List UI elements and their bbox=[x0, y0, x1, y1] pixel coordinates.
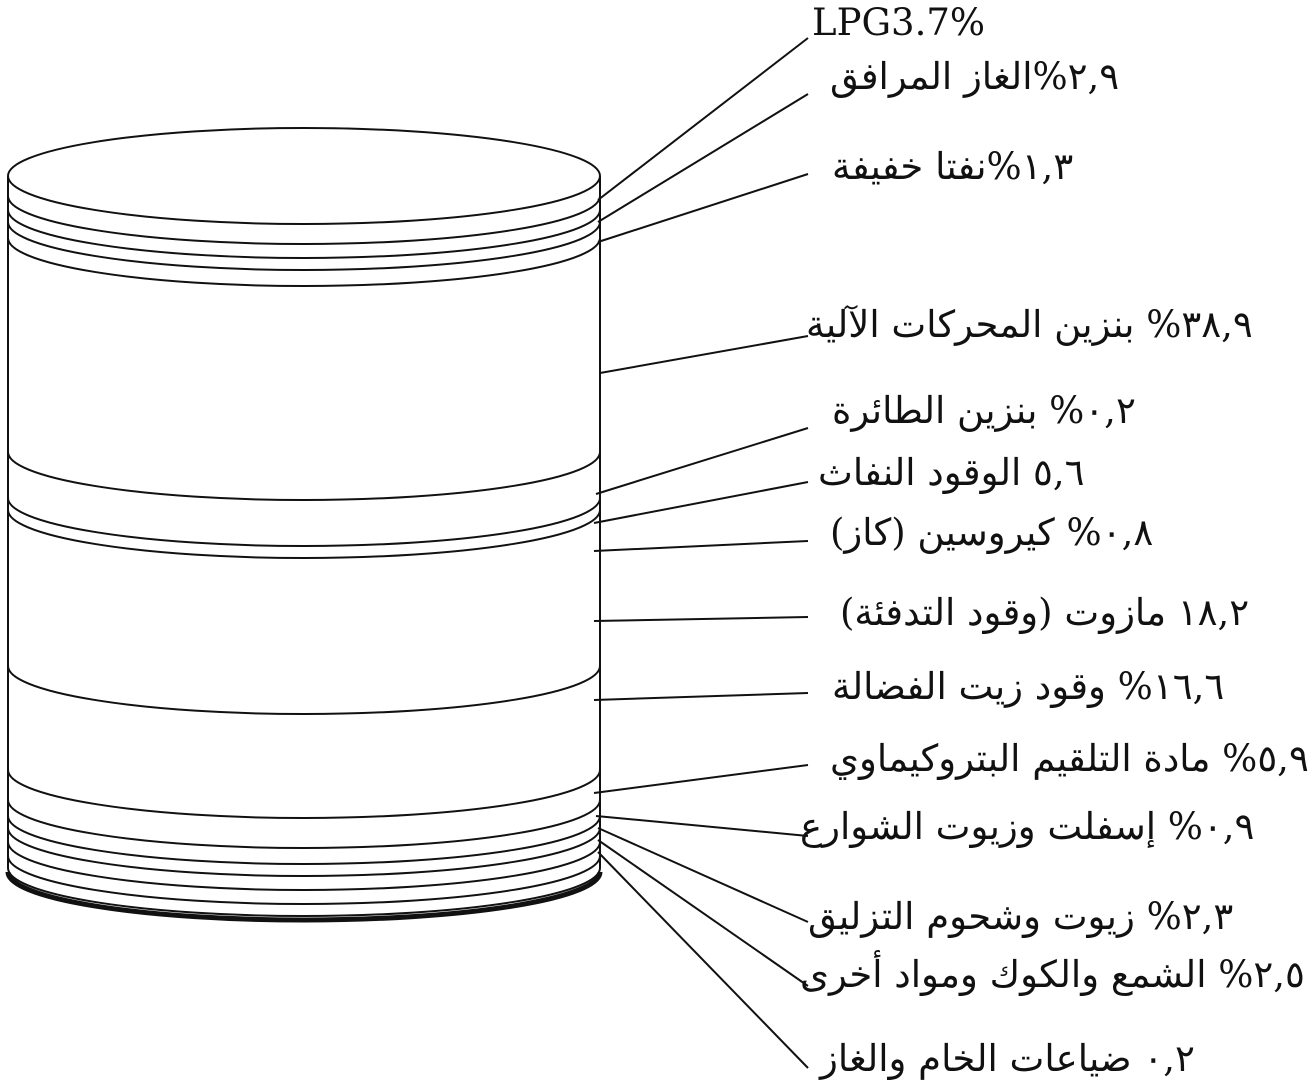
band-line bbox=[7, 855, 601, 905]
label-light-naphtha: ١,٣%نفتا خفيفة bbox=[832, 145, 1074, 188]
band-line bbox=[7, 221, 601, 271]
label-motor-gasoline: ٣٨,٩% بنزين المحركات الآلية bbox=[806, 303, 1253, 346]
band-line bbox=[7, 665, 601, 715]
leader-line-aviation-gasoline bbox=[595, 427, 809, 495]
band-line bbox=[7, 509, 601, 559]
leader-line-lpg bbox=[597, 37, 809, 201]
leader-line-wax-coke bbox=[597, 839, 809, 987]
label-wax-coke: ٢,٥% الشمع والكوك ومواد أخرى bbox=[800, 953, 1305, 996]
leader-lines bbox=[593, 37, 809, 1069]
band-line bbox=[7, 237, 601, 287]
label-petrochemical-feed: ٥,٩% مادة التلقيم البتروكيماوي bbox=[830, 737, 1309, 780]
band-line bbox=[7, 815, 601, 865]
leader-line-lubricants bbox=[597, 827, 809, 923]
label-losses: ٠,٢ ضياعات الخام والغاز bbox=[820, 1037, 1195, 1080]
barrel-bands bbox=[7, 195, 601, 905]
leader-line-kerosene bbox=[593, 540, 809, 552]
band-line bbox=[7, 769, 601, 819]
leader-line-losses bbox=[597, 851, 809, 1069]
barrel-body-outline bbox=[7, 176, 601, 917]
band-line bbox=[7, 451, 601, 501]
leader-line-heating-fuel bbox=[593, 616, 809, 622]
barrel bbox=[5, 127, 603, 923]
leader-line-petrochemical bbox=[593, 764, 809, 794]
label-heating-fuel: ١٨,٢ مازوت (وقود التدفئة) bbox=[840, 591, 1250, 634]
band-line bbox=[7, 841, 601, 891]
band-line bbox=[7, 827, 601, 877]
label-jet-fuel: ٥,٦ الوقود النفاث bbox=[818, 451, 1085, 494]
label-lpg: LPG3.7% bbox=[812, 1, 986, 44]
leader-line-associated-gas bbox=[597, 93, 809, 223]
label-residual-fuel: ١٦,٦% وقود زيت الفضالة bbox=[832, 665, 1225, 708]
label-asphalt: ٠,٩% إسفلت وزيوت الشوارع bbox=[800, 805, 1255, 848]
leader-line-residual-fuel bbox=[593, 692, 809, 701]
leader-line-light-naphtha bbox=[597, 173, 809, 243]
band-line bbox=[7, 799, 601, 849]
label-lubricants: ٢,٣% زيوت وشحوم التزليق bbox=[808, 895, 1234, 938]
leader-line-motor-gasoline bbox=[599, 335, 809, 374]
label-associated-gas: ٢,٩%الغاز المرافق bbox=[830, 55, 1120, 98]
leader-line-asphalt bbox=[595, 815, 809, 837]
band-line bbox=[7, 209, 601, 259]
label-aviation-gasoline: ٠,٢% بنزين الطائرة bbox=[832, 389, 1136, 432]
barrel-bottom-rim bbox=[5, 871, 603, 923]
band-line bbox=[7, 195, 601, 245]
barrel-top bbox=[7, 127, 601, 225]
label-kerosene: ٠,٨% كيروسين (كاز) bbox=[830, 511, 1154, 554]
leader-line-jet-fuel bbox=[593, 481, 809, 524]
band-line bbox=[7, 497, 601, 547]
